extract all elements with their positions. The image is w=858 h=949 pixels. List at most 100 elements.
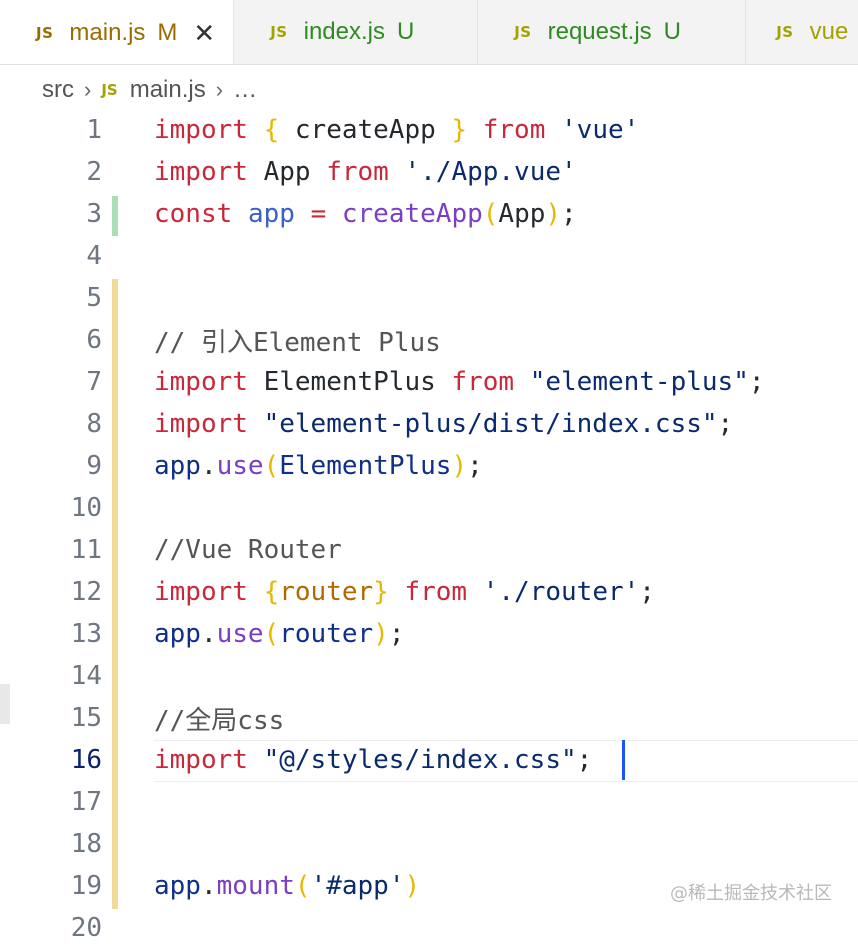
breadcrumb-symbol[interactable]: … [233, 76, 258, 103]
tab-label: index.js [303, 18, 385, 45]
javascript-file-icon: JS [101, 81, 118, 99]
close-icon[interactable]: ✕ [193, 17, 216, 48]
line-number: 13 [70, 619, 102, 649]
tab-request-js[interactable]: JS request.js U [478, 0, 747, 64]
token: ; [639, 577, 655, 607]
line-code: import "element-plus/dist/index.css"; [154, 409, 733, 439]
token: ; [388, 619, 405, 649]
token [467, 577, 483, 607]
token: App [498, 199, 546, 229]
code-line[interactable]: 1 import { createApp } from 'vue' [0, 109, 858, 151]
tab-label: main.js [69, 18, 146, 46]
breadcrumb-file[interactable]: main.js [129, 76, 206, 103]
code-line[interactable]: 13 app.use(router); [0, 613, 858, 655]
token: './App.vue' [404, 157, 577, 187]
line-number: 9 [86, 451, 102, 481]
tab-vue[interactable]: JS vue [746, 0, 858, 64]
chevron-right-icon: › [215, 77, 224, 102]
token [467, 115, 483, 145]
token: from [482, 115, 546, 145]
token: ; [748, 367, 765, 397]
token: app [247, 199, 295, 229]
line-code: // 引入Element Plus [154, 327, 441, 358]
line-number: 15 [70, 703, 102, 733]
code-line[interactable]: 19 app.mount('#app') [0, 865, 858, 907]
code-line[interactable]: 20 [0, 907, 858, 949]
line-code: import ElementPlus from "element-plus"; [154, 367, 765, 397]
code-editor[interactable]: 1 import { createApp } from 'vue' 2 impo… [0, 109, 858, 943]
token: ) [451, 451, 468, 481]
panel-resize-handle[interactable] [0, 684, 10, 724]
code-line[interactable]: 3 const app = createApp(App); [0, 193, 858, 235]
token: './router' [482, 577, 640, 607]
token: ( [263, 451, 280, 481]
token: { [263, 577, 280, 607]
text-cursor [622, 740, 625, 780]
token [326, 199, 342, 229]
javascript-file-icon: JS [270, 23, 288, 41]
tab-index-js[interactable]: JS index.js U [234, 0, 479, 64]
code-line[interactable]: 9 app.use(ElementPlus); [0, 445, 858, 487]
code-line[interactable]: 12 import {router} from './router'; [0, 571, 858, 613]
token: app [154, 619, 201, 649]
token [248, 577, 264, 607]
code-line[interactable]: 7 import ElementPlus from "element-plus"… [0, 361, 858, 403]
line-number: 5 [86, 283, 102, 313]
token: from [326, 157, 389, 187]
line-number: 20 [70, 913, 102, 943]
tab-label: request.js [547, 18, 652, 45]
code-line[interactable]: 14 [0, 655, 858, 697]
code-line-current[interactable]: 16 import "@/styles/index.css"; [0, 739, 858, 781]
line-code: app.use(router); [154, 619, 404, 649]
diff-added-marker[interactable] [112, 196, 118, 236]
token: from [404, 577, 468, 607]
token: ) [373, 619, 389, 649]
line-code: import {router} from './router'; [154, 577, 655, 607]
line-number: 14 [70, 661, 102, 691]
token: ) [404, 871, 421, 901]
tab-main-js[interactable]: JS main.js M ✕ [0, 0, 235, 64]
token [389, 157, 405, 187]
token [232, 199, 248, 229]
token: import [154, 367, 248, 397]
line-number: 7 [86, 367, 102, 397]
token: router [279, 619, 374, 649]
line-code: import App from './App.vue' [154, 157, 577, 187]
breadcrumb: src › JS main.js › … [42, 72, 257, 108]
code-line[interactable]: 18 [0, 823, 858, 865]
code-line[interactable]: 4 [0, 235, 858, 277]
line-code: //Vue Router [154, 535, 342, 565]
token: const [154, 199, 233, 229]
token: mount [216, 871, 295, 901]
token: "element-plus" [529, 367, 749, 397]
line-number: 1 [86, 115, 102, 145]
token [389, 577, 405, 607]
line-number: 10 [70, 493, 102, 523]
code-line[interactable]: 8 import "element-plus/dist/index.css"; [0, 403, 858, 445]
line-code: app.mount('#app') [154, 871, 420, 901]
line-number: 2 [86, 157, 102, 187]
token: app [154, 451, 201, 481]
breadcrumb-folder[interactable]: src [42, 76, 74, 103]
token: "@/styles/index.css" [263, 745, 577, 775]
code-line[interactable]: 10 [0, 487, 858, 529]
line-number: 4 [86, 241, 102, 271]
code-line[interactable]: 15 //全局css [0, 697, 858, 739]
line-number: 11 [70, 535, 102, 565]
token: "element-plus/dist/index.css" [263, 409, 718, 439]
token [248, 745, 264, 775]
line-number: 19 [70, 871, 102, 901]
code-line[interactable]: 6 // 引入Element Plus [0, 319, 858, 361]
code-line[interactable]: 5 [0, 277, 858, 319]
code-line[interactable]: 17 [0, 781, 858, 823]
code-line[interactable]: 11 //Vue Router [0, 529, 858, 571]
editor-tab-bar: JS main.js M ✕ JS index.js U JS request.… [0, 0, 858, 65]
diff-modified-marker[interactable] [112, 279, 118, 909]
token: . [200, 619, 217, 649]
token: ) [545, 199, 562, 229]
line-code: import { createApp } from 'vue' [154, 115, 639, 145]
token: } [451, 115, 468, 145]
line-code: app.use(ElementPlus); [154, 451, 483, 481]
line-code: const app = createApp(App); [154, 199, 577, 229]
code-line[interactable]: 2 import App from './App.vue' [0, 151, 858, 193]
